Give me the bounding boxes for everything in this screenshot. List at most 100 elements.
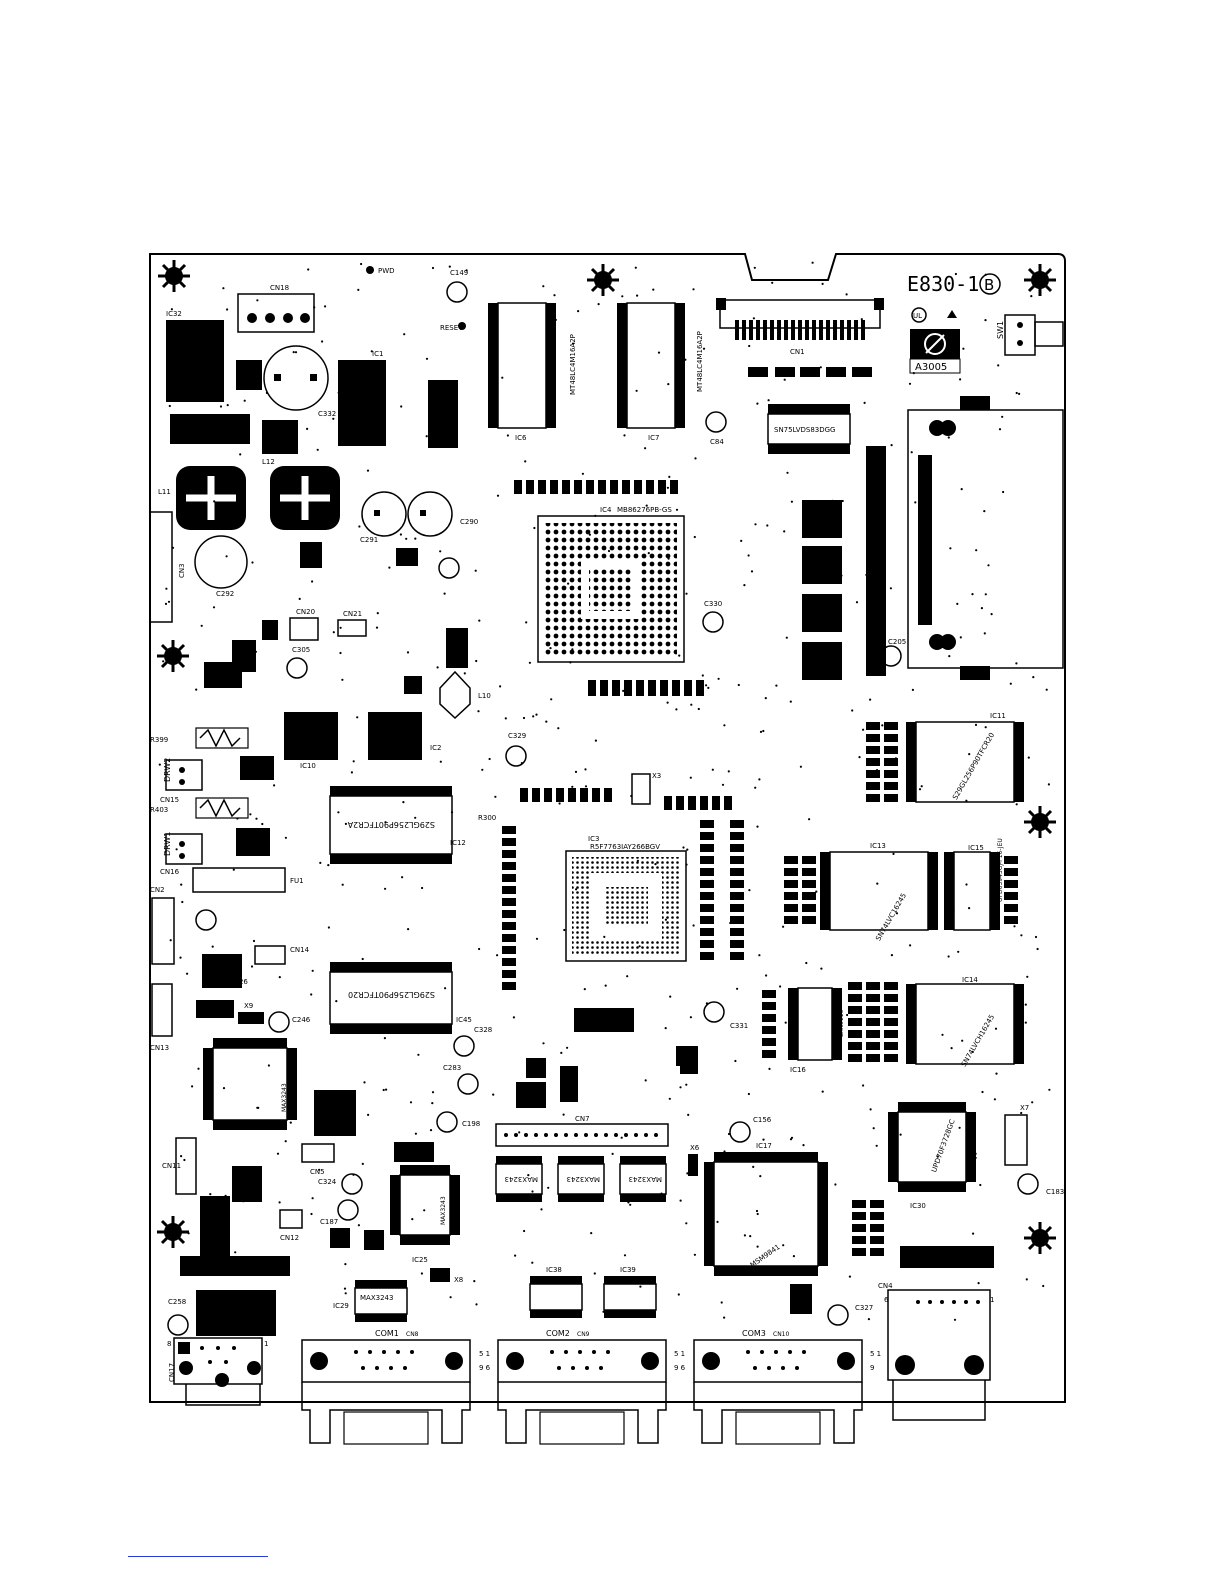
mounting-hole [158, 260, 190, 292]
via [1013, 925, 1016, 928]
via [622, 689, 625, 693]
via [250, 965, 254, 968]
via [1030, 295, 1033, 298]
mounting-hole [1024, 264, 1056, 296]
via [762, 729, 765, 733]
ic14-part: LAN9116 [838, 1009, 845, 1037]
l11-label: L11 [158, 488, 171, 496]
com1-label: COM1 [375, 1329, 399, 1338]
mounting-hole [1024, 1222, 1056, 1254]
via [574, 770, 578, 774]
drw2-label: DRW2 [163, 758, 172, 782]
via [848, 1275, 852, 1278]
via [446, 1170, 449, 1173]
via [284, 836, 287, 839]
via [910, 451, 913, 454]
via [200, 431, 203, 435]
chip-ic28 [529, 1283, 583, 1311]
via [341, 678, 344, 681]
via [239, 453, 242, 456]
via [855, 601, 859, 604]
via [367, 1113, 370, 1116]
cn14-label: CN14 [290, 946, 310, 954]
via [418, 756, 421, 759]
via [558, 802, 561, 805]
ic13-id: IC15 [968, 844, 984, 852]
via [987, 564, 990, 567]
via [429, 1129, 433, 1132]
l10-label: L10 [478, 692, 491, 700]
cn11-label: CN11 [162, 1162, 181, 1170]
via [211, 945, 214, 948]
via [584, 768, 587, 771]
via [496, 494, 500, 497]
c198-label: C198 [462, 1120, 480, 1128]
c324-label: C324 [318, 1178, 337, 1186]
via [311, 969, 314, 972]
mounting-hole [587, 264, 619, 296]
via [877, 461, 880, 464]
via [431, 1091, 435, 1094]
via [720, 1301, 723, 1304]
via [568, 793, 571, 796]
via [1020, 934, 1023, 937]
via [664, 1027, 667, 1030]
reset-label: RESET [440, 324, 463, 332]
c328-label: C328 [474, 1026, 492, 1034]
chip-ic14 [797, 987, 833, 1061]
chip-ic15 [713, 1161, 819, 1267]
via [815, 890, 818, 893]
via [912, 372, 915, 375]
connector-com2 [497, 1339, 667, 1445]
ic12-id: IC11 [990, 712, 1006, 720]
via [584, 785, 588, 788]
via [512, 1016, 516, 1019]
via [357, 1224, 360, 1227]
via [252, 939, 256, 943]
via [567, 582, 570, 585]
via [337, 391, 340, 394]
via [550, 698, 553, 701]
ic8-id: IC12 [450, 839, 466, 847]
via [560, 1051, 563, 1054]
via [875, 769, 879, 772]
via [449, 1296, 452, 1299]
via [332, 417, 335, 420]
via [1002, 490, 1005, 494]
via [232, 868, 235, 871]
via [361, 957, 364, 961]
via [872, 1127, 875, 1130]
via [828, 556, 831, 559]
via [747, 554, 750, 557]
via [865, 573, 868, 577]
via [734, 1059, 737, 1063]
via [758, 954, 761, 957]
via [689, 776, 692, 779]
com3-sub: CN10 [773, 1331, 789, 1338]
cn15-label: CN15 [160, 796, 179, 804]
via [442, 385, 445, 388]
via [990, 613, 993, 616]
via [961, 1039, 964, 1042]
via [528, 661, 532, 664]
via [867, 1318, 871, 1321]
via [403, 1156, 406, 1159]
c329-label: C329 [508, 732, 526, 740]
via [165, 587, 168, 590]
via [684, 358, 687, 361]
c330-label: C330 [704, 600, 722, 608]
via [789, 1029, 792, 1032]
via [958, 1126, 961, 1129]
via [756, 1245, 759, 1248]
via [571, 648, 574, 651]
via [414, 537, 417, 540]
via [226, 308, 229, 311]
via [525, 621, 528, 624]
ic28-id: IC38 [546, 1266, 562, 1274]
via [892, 852, 895, 856]
via [807, 404, 811, 407]
board-revision: B [984, 276, 994, 294]
via [638, 945, 641, 948]
ic13-part: UPD65945GJ-P16-JEU [997, 838, 1004, 902]
via [666, 701, 669, 704]
